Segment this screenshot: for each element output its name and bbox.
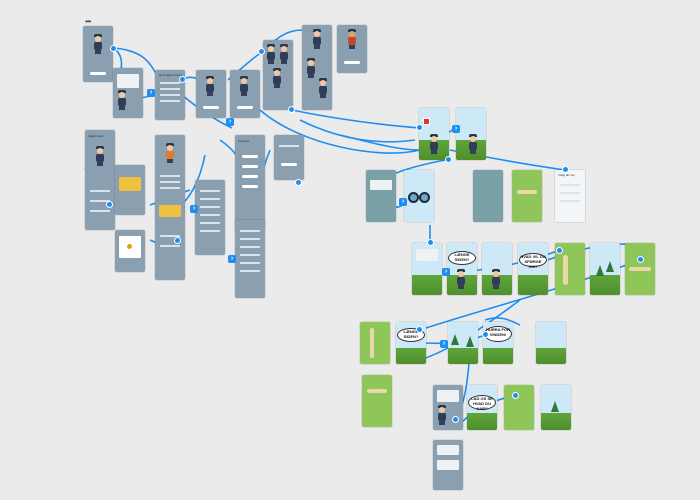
- continue-button[interactable]: [237, 106, 253, 109]
- link-node[interactable]: [295, 179, 302, 186]
- link-node[interactable]: [106, 201, 113, 208]
- scene-binoculars[interactable]: [404, 170, 434, 222]
- toggle-switch[interactable]: [281, 163, 297, 166]
- start-button[interactable]: [90, 72, 106, 75]
- screen-menu-options[interactable]: Hvor skal vi hen?: [155, 70, 185, 120]
- connector-handle[interactable]: ›: [452, 125, 460, 133]
- link-node[interactable]: [416, 124, 423, 131]
- screen-title: Velkommen: [88, 134, 104, 138]
- speech-bubble: LAD OS SE HVAD DU HAR?: [468, 395, 496, 411]
- connector-handle[interactable]: ›: [440, 340, 448, 348]
- scene-map-3[interactable]: [625, 243, 655, 295]
- screen-crew-list[interactable]: [302, 25, 332, 110]
- scene-bubble-c[interactable]: LAD OS SE HVAD DU HAR?: [467, 385, 497, 430]
- scene-pine-end[interactable]: [541, 385, 571, 430]
- link-node[interactable]: [110, 45, 117, 52]
- scene-guards-flags[interactable]: [419, 108, 449, 160]
- link-node[interactable]: [637, 256, 644, 263]
- scene-bubble-a[interactable]: LÆNGE SIDEN?: [396, 322, 426, 364]
- screen-title: Vælg din vej: [558, 173, 575, 177]
- scene-map-5[interactable]: [504, 385, 534, 430]
- screen-settings[interactable]: [274, 135, 304, 180]
- ship-badge: [119, 177, 141, 191]
- screen-dialog[interactable]: [113, 68, 143, 118]
- scene-dialog-4[interactable]: HVAD VIL DU SPØRGE OM?: [518, 243, 548, 295]
- connector-handle[interactable]: ›: [228, 255, 236, 263]
- connector-handle[interactable]: ›: [442, 268, 450, 276]
- screen-ship-select[interactable]: [115, 165, 145, 215]
- link-node[interactable]: [562, 166, 569, 173]
- connector-handle[interactable]: ›: [399, 198, 407, 206]
- guard-character: [205, 76, 215, 96]
- screen-list-a[interactable]: [195, 180, 225, 255]
- screen-medal[interactable]: [115, 230, 145, 272]
- speech-bubble: LÆNGE SIDEN?: [448, 251, 476, 265]
- scene-dialog-2[interactable]: LÆNGE SIDEN?: [447, 243, 477, 295]
- screen-crew-grid[interactable]: [263, 40, 293, 110]
- link-node[interactable]: [288, 106, 295, 113]
- scene-guard-patrol[interactable]: [456, 108, 486, 160]
- screen-list-b[interactable]: [235, 220, 265, 298]
- frame-menu-icon[interactable]: •••: [85, 17, 91, 26]
- guard-character: [117, 90, 127, 110]
- screen-uniform-pick[interactable]: Velkommen: [85, 130, 115, 230]
- screen-answer[interactable]: [433, 440, 463, 490]
- link-node[interactable]: [452, 416, 459, 423]
- select-button[interactable]: [344, 61, 360, 64]
- speech-bubble: HURRA FOR VINDEN!: [484, 326, 512, 342]
- link-node[interactable]: [179, 76, 186, 83]
- link-node[interactable]: [445, 156, 452, 163]
- scene-tower[interactable]: [536, 322, 566, 364]
- screen-title: Hvor skal vi hen?: [159, 73, 183, 77]
- binocular-icon: [419, 192, 430, 203]
- continue-button[interactable]: [203, 106, 219, 109]
- binocular-icon: [408, 192, 419, 203]
- link-node[interactable]: [258, 48, 265, 55]
- screen-inventory[interactable]: [155, 135, 185, 280]
- scene-lookout[interactable]: [366, 170, 396, 222]
- connector-handle[interactable]: ›: [226, 118, 234, 126]
- scene-forest[interactable]: [473, 170, 503, 222]
- link-node[interactable]: [556, 247, 563, 254]
- screen-profile[interactable]: [337, 25, 367, 73]
- guard-character: [93, 34, 103, 54]
- screen-form[interactable]: Kompas: [235, 135, 265, 230]
- medal-icon: [126, 243, 133, 250]
- link-node[interactable]: [512, 392, 519, 399]
- connector-handle[interactable]: ›: [147, 89, 155, 97]
- speech-bubble: HVAD VIL DU SPØRGE OM?: [519, 253, 547, 269]
- link-node[interactable]: [416, 326, 423, 333]
- scene-bubble-b[interactable]: HURRA FOR VINDEN!: [483, 322, 513, 364]
- scene-map-4[interactable]: [362, 375, 392, 427]
- scene-pines[interactable]: [590, 243, 620, 295]
- screen-splash[interactable]: [83, 26, 113, 82]
- screen-character-a[interactable]: [196, 70, 226, 118]
- link-node[interactable]: [174, 237, 181, 244]
- link-node[interactable]: [482, 331, 489, 338]
- scene-forest-guard[interactable]: [448, 322, 478, 364]
- scene-map-1[interactable]: [512, 170, 542, 222]
- dialog-card: [117, 74, 139, 88]
- scene-dialog-1[interactable]: [412, 243, 442, 295]
- link-node[interactable]: [427, 239, 434, 246]
- connector-handle[interactable]: ›: [190, 205, 198, 213]
- screen-character-b[interactable]: [230, 70, 260, 118]
- screen-title: Kompas: [238, 139, 250, 143]
- guard-character: [239, 76, 249, 96]
- screen-question[interactable]: [433, 385, 463, 430]
- screen-route-list[interactable]: Vælg din vej: [555, 170, 585, 222]
- scene-dialog-3[interactable]: [482, 243, 512, 295]
- scene-castle-map[interactable]: [360, 322, 390, 364]
